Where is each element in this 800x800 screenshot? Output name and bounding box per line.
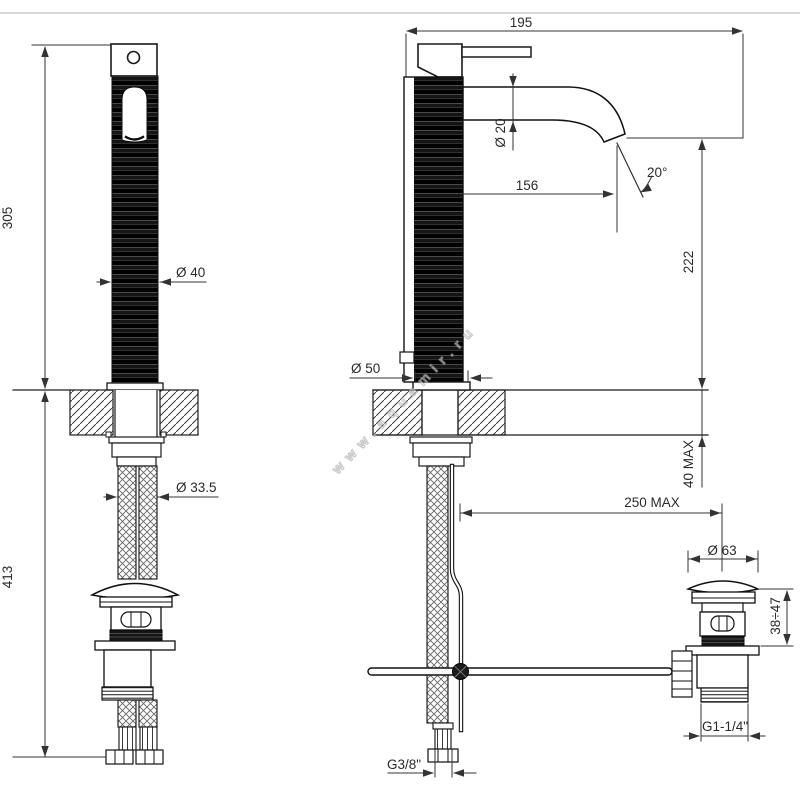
dim-305-label: 305 (0, 207, 15, 230)
dim-waste-thread-label: G1-1/4" (702, 719, 748, 734)
front-counter-left (69, 389, 114, 436)
front-drain-thread (101, 686, 154, 701)
front-hose-nut-right (135, 749, 164, 765)
dim-angle-label: 20° (647, 165, 667, 180)
front-washer (108, 436, 165, 444)
faucet-side-view (349, 27, 744, 778)
drain-overflow-slot (710, 615, 735, 632)
front-drain-overflow-slot (120, 611, 152, 628)
dim-mount-range-label: 38÷47 (768, 597, 783, 634)
front-base-flange (106, 382, 164, 391)
dim-base-diameter-label: Ø 50 (351, 361, 380, 376)
rod-clamp (671, 650, 693, 698)
side-washer (409, 436, 473, 444)
front-spout-window (121, 86, 148, 143)
dim-body-diameter-label: Ø 40 (176, 265, 205, 280)
dim-supply-thread-label: G3/8" (387, 757, 421, 772)
side-supply-hose (426, 465, 449, 724)
side-body-notch (399, 351, 415, 364)
side-base-flange (412, 381, 471, 391)
faucet-front-view (12, 43, 219, 765)
front-counter-right (159, 389, 199, 436)
front-mounting-nut (111, 442, 162, 458)
drain-thread (700, 687, 749, 703)
supply-nut (427, 748, 459, 763)
dim-195-label: 195 (510, 15, 533, 30)
dim-413-label: 413 (0, 566, 15, 589)
dim-222-label: 222 (681, 251, 696, 274)
dim-cap-diameter-label: Ø 63 (707, 543, 736, 558)
side-knurled-body (414, 77, 463, 382)
front-hose-nut-left (105, 749, 134, 765)
dim-shank-diameter-label: Ø 33.5 (176, 480, 217, 495)
drain-side-view (459, 503, 794, 742)
actuator-rod (367, 667, 673, 676)
side-mounting-nut (412, 442, 471, 458)
side-handle-housing (417, 43, 463, 78)
side-counter-right (457, 389, 506, 436)
drain-cap (685, 580, 761, 594)
side-spout (462, 86, 626, 143)
dim-40max-label: 40 MAX (681, 440, 696, 488)
dim-spout-diameter-label: Ø 20 (493, 118, 508, 147)
front-supply-hose-right (138, 465, 158, 580)
side-counter-left (372, 389, 423, 436)
front-cap-hole (126, 50, 141, 65)
front-supply-hose-left (117, 465, 137, 580)
stream-angle-line (616, 142, 644, 198)
side-lever (461, 46, 532, 58)
dim-156-label: 156 (516, 178, 539, 193)
dim-250max-label: 250 MAX (624, 495, 680, 510)
